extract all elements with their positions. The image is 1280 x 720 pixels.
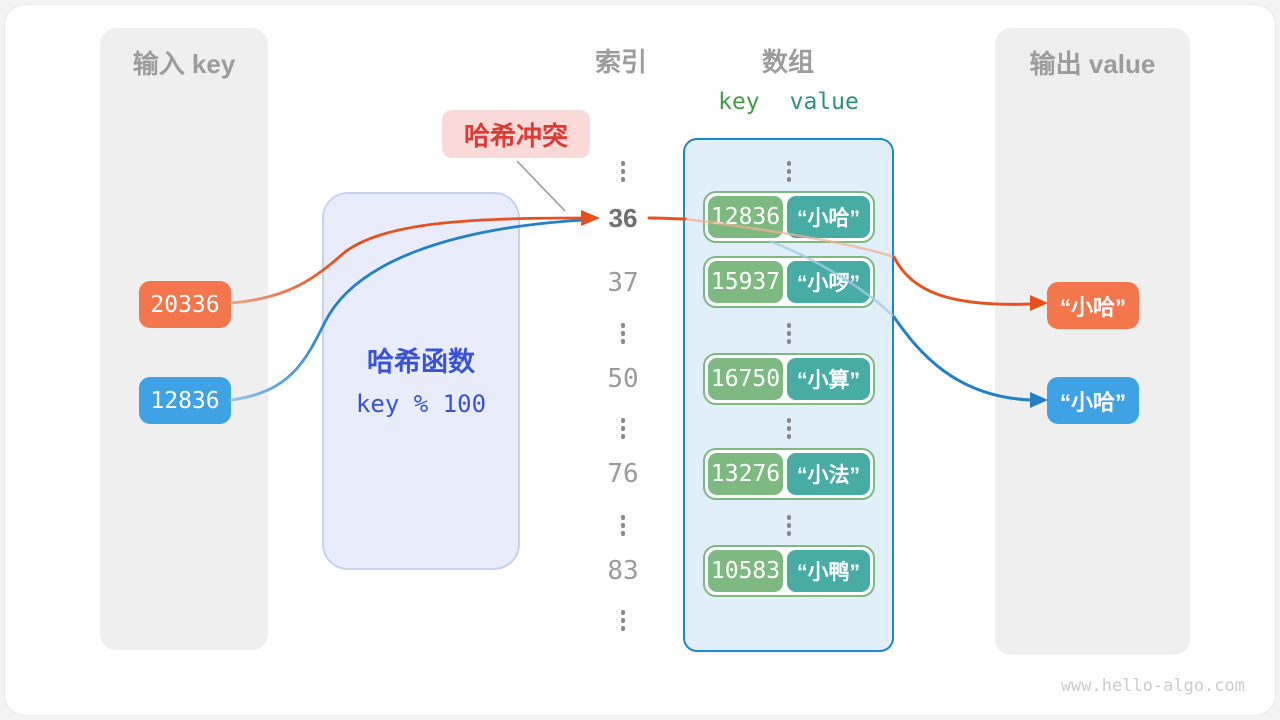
input-key-20336: 20336 bbox=[139, 281, 231, 328]
pair-key: 16750 bbox=[708, 358, 783, 400]
pair-key: 15937 bbox=[708, 261, 783, 303]
watermark: www.hello-algo.com bbox=[1060, 676, 1245, 696]
pair-value: “小鸭” bbox=[787, 550, 870, 592]
array-ellipsis-icon bbox=[786, 418, 792, 439]
input-key-panel: 输入 key bbox=[100, 28, 268, 650]
array-ellipsis-icon bbox=[786, 515, 792, 536]
key-value-header: key value bbox=[683, 89, 894, 115]
pair-key: 12836 bbox=[708, 196, 783, 238]
pair-13276: 13276 “小法” bbox=[703, 448, 875, 500]
pair-value: “小哈” bbox=[787, 196, 870, 238]
index-36: 36 bbox=[608, 203, 638, 233]
hash-function-box: 哈希函数 key % 100 bbox=[322, 192, 520, 570]
pair-value: “小啰” bbox=[787, 261, 870, 303]
array-ellipsis-icon bbox=[786, 161, 792, 182]
index-ellipsis-icon bbox=[620, 323, 626, 344]
value-header-label: value bbox=[789, 89, 859, 115]
hash-function-formula: key % 100 bbox=[355, 390, 487, 418]
pair-10583: 10583 “小鸭” bbox=[703, 545, 875, 597]
index-83: 83 bbox=[607, 556, 639, 586]
array-ellipsis-icon bbox=[786, 323, 792, 344]
output-panel-title: 输出 value bbox=[1029, 49, 1156, 79]
pair-key: 10583 bbox=[708, 550, 783, 592]
pair-16750: 16750 “小算” bbox=[703, 353, 875, 405]
input-key-20336-label: 20336 bbox=[150, 291, 220, 318]
index-76: 76 bbox=[607, 459, 639, 489]
input-key-12836-label: 12836 bbox=[150, 387, 220, 414]
index-column-title: 索引 bbox=[594, 47, 647, 77]
hash-function-title: 哈希函数 bbox=[367, 347, 475, 377]
key-header-label: key bbox=[718, 89, 760, 115]
index-ellipsis-icon bbox=[620, 515, 626, 536]
index-37: 37 bbox=[607, 268, 639, 298]
hash-collision-label: 哈希冲突 bbox=[442, 110, 590, 158]
pair-key: 13276 bbox=[708, 453, 783, 495]
array-column-title: 数组 bbox=[761, 47, 814, 77]
pair-12836: 12836 “小哈” bbox=[703, 191, 875, 243]
output-value-panel: 输出 value bbox=[995, 28, 1190, 655]
output-value-blue-label: “小哈” bbox=[1059, 389, 1126, 415]
output-value-orange: “小哈” bbox=[1047, 282, 1139, 329]
index-50: 50 bbox=[607, 364, 639, 394]
index-ellipsis-icon bbox=[620, 418, 626, 439]
output-value-blue: “小哈” bbox=[1047, 377, 1139, 424]
input-key-12836: 12836 bbox=[139, 377, 231, 424]
pair-15937: 15937 “小啰” bbox=[703, 256, 875, 308]
pair-value: “小法” bbox=[787, 453, 870, 495]
input-panel-title: 输入 key bbox=[132, 49, 236, 79]
output-value-orange-label: “小哈” bbox=[1059, 294, 1126, 320]
index-ellipsis-icon bbox=[620, 161, 626, 182]
index-ellipsis-icon bbox=[620, 610, 626, 631]
pair-value: “小算” bbox=[787, 358, 870, 400]
